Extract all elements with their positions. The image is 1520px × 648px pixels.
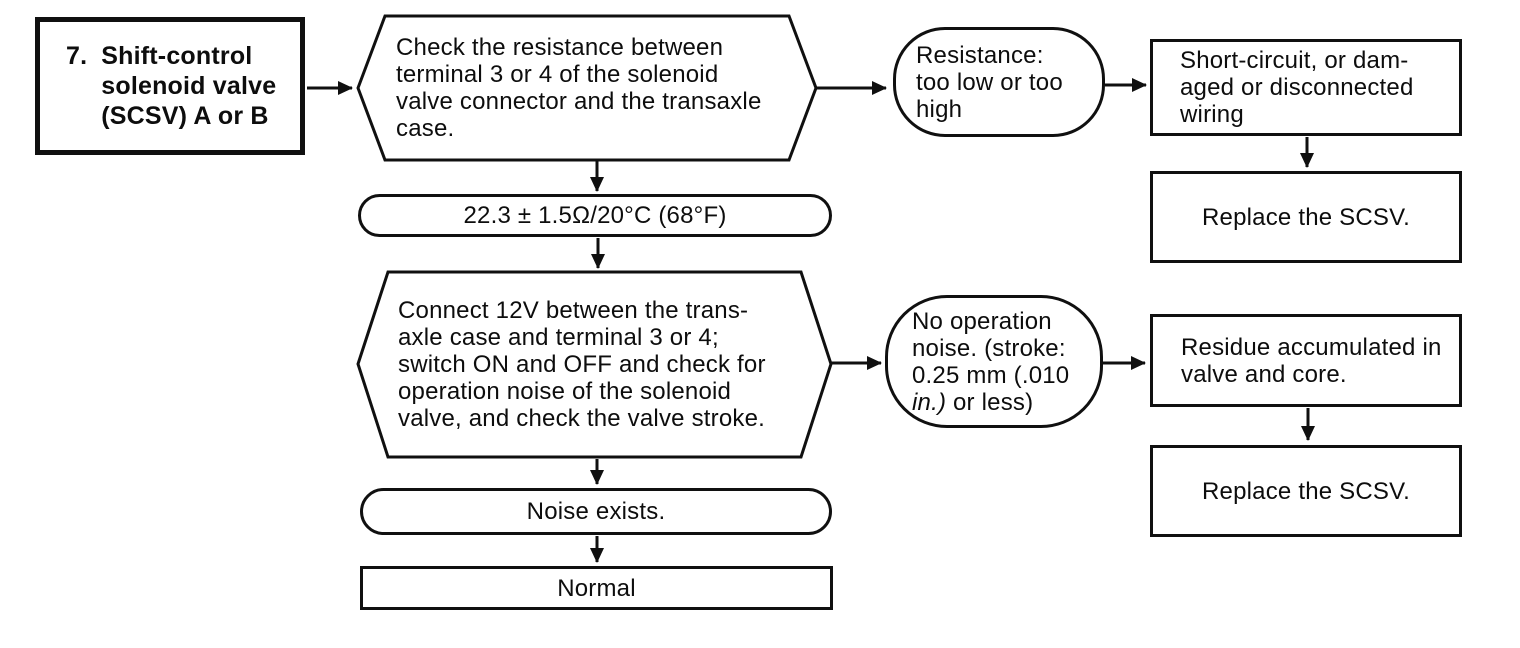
hexagon-check-resistance: Check the resistance between terminal 3 …: [396, 34, 762, 142]
pill-noise-exists: Noise exists.: [360, 488, 832, 535]
start-box: 7. Shift-control solenoid valve (SCSV) A…: [35, 17, 305, 155]
box-residue: Residue accumulated in valve and core.: [1150, 314, 1462, 407]
start-box-number: 7.: [66, 42, 88, 70]
ellipse-resistance-abnormal: Resistance: too low or too high: [893, 27, 1105, 137]
ellipse-last-line: in.) or less): [912, 388, 1034, 416]
pill-spec-value: 22.3 ± 1.5Ω/20°C (68°F): [358, 194, 832, 237]
box-normal: Normal: [360, 566, 833, 610]
ellipse-no-operation-noise: No operation noise. (stroke: 0.25 mm (.0…: [885, 295, 1103, 428]
box-short-circuit: Short-circuit, or dam- aged or disconnec…: [1150, 39, 1462, 136]
hexagon-connect-12v: Connect 12V between the trans- axle case…: [398, 297, 766, 432]
start-box-label: Shift-control solenoid valve (SCSV) A or…: [101, 42, 277, 130]
box-replace-scsv-2: Replace the SCSV.: [1150, 445, 1462, 537]
box-replace-scsv-1: Replace the SCSV.: [1150, 171, 1462, 263]
